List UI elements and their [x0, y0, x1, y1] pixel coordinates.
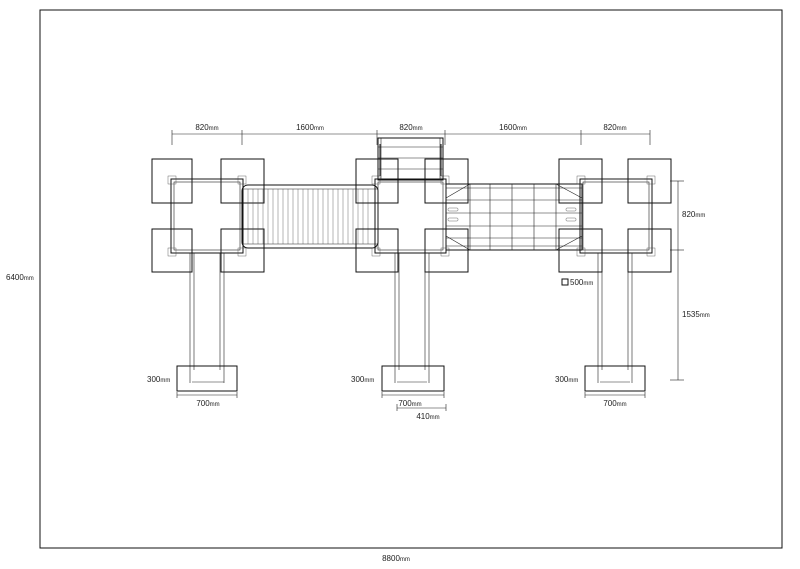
center-footing-height: 300mm — [351, 375, 374, 384]
right-dimension-line — [670, 180, 684, 381]
left-footing-height: 300mm — [147, 375, 170, 384]
drawing-border — [39, 9, 783, 549]
post-size-label: 500mm — [570, 278, 593, 287]
right-dim-upper: 820mm — [682, 210, 705, 219]
top-dim-5: 820mm — [603, 123, 626, 132]
top-dimension-line — [171, 130, 651, 145]
top-dim-3: 820mm — [399, 123, 422, 132]
tube-tunnel — [241, 184, 379, 249]
left-tower — [151, 158, 265, 398]
top-dim-2: 1600mm — [296, 123, 324, 132]
right-tower — [558, 158, 672, 398]
overall-width-label: 8800mm — [382, 554, 410, 563]
top-dim-1: 820mm — [195, 123, 218, 132]
right-dim-lower: 1535mm — [682, 310, 710, 319]
center-tower — [355, 137, 469, 411]
top-dim-4: 1600mm — [499, 123, 527, 132]
post-size-square-icon — [561, 278, 569, 286]
right-footing-height: 300mm — [555, 375, 578, 384]
left-footing-width: 700mm — [196, 399, 219, 408]
right-footing-width: 700mm — [603, 399, 626, 408]
center-footing-width: 700mm — [398, 399, 421, 408]
center-offset-dim: 410mm — [416, 412, 439, 421]
net-bridge — [445, 183, 583, 251]
overall-height-label: 6400mm — [6, 273, 34, 282]
